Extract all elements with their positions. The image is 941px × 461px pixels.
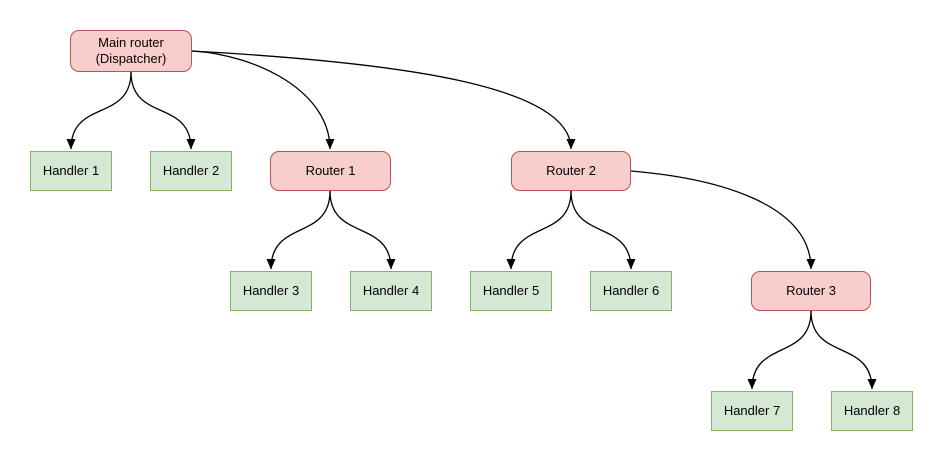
edge-main-router-to-handler-1: [66, 71, 132, 150]
node-handler-6-label: Handler 6: [602, 282, 660, 298]
node-handler-1: Handler 1: [30, 151, 112, 191]
edge-router-1-to-handler-4: [329, 190, 396, 270]
node-router-1-label: Router 1: [305, 162, 356, 178]
node-router-3: Router 3: [751, 271, 871, 311]
node-handler-7: Handler 7: [711, 391, 793, 431]
edge-router-1-to-handler-3: [266, 190, 331, 270]
node-main-router-label: Main router (Dispatcher): [95, 34, 167, 66]
edge-main-router-to-router-1: [191, 50, 335, 150]
node-handler-8: Handler 8: [831, 391, 913, 431]
node-handler-3: Handler 3: [230, 271, 312, 311]
node-handler-1-label: Handler 1: [42, 162, 100, 178]
node-handler-4: Handler 4: [350, 271, 432, 311]
edge-router-3-to-handler-7: [747, 310, 812, 390]
node-handler-3-label: Handler 3: [242, 282, 300, 298]
node-handler-4-label: Handler 4: [362, 282, 420, 298]
node-handler-6: Handler 6: [590, 271, 672, 311]
node-handler-2: Handler 2: [150, 151, 232, 191]
edge-router-3-to-handler-8: [810, 310, 877, 390]
node-router-2-label: Router 2: [546, 162, 596, 178]
node-handler-5-label: Handler 5: [482, 282, 540, 298]
edge-router-2-to-handler-5: [506, 190, 572, 270]
node-router-2: Router 2: [511, 151, 631, 191]
node-handler-5: Handler 5: [470, 271, 552, 311]
node-main-router: Main router (Dispatcher): [70, 30, 192, 72]
edge-router-2-to-handler-6: [570, 190, 636, 270]
edge-main-router-to-handler-2: [130, 71, 196, 150]
node-handler-2-label: Handler 2: [162, 162, 220, 178]
node-handler-8-label: Handler 8: [843, 402, 901, 418]
node-router-3-label: Router 3: [786, 282, 836, 298]
edge-router-2-to-router-3: [630, 170, 816, 270]
edge-main-router-to-router-2: [191, 50, 576, 150]
node-router-1: Router 1: [270, 151, 391, 191]
node-handler-7-label: Handler 7: [723, 402, 781, 418]
